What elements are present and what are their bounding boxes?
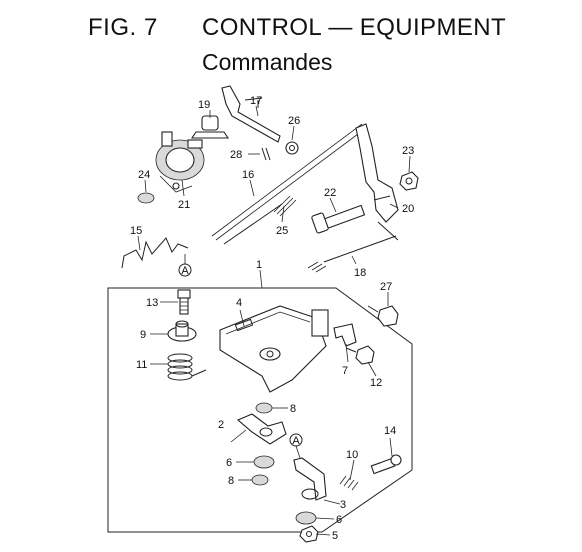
part-wire-link: [121, 237, 189, 269]
ref-marker-a-top-label: A: [181, 265, 189, 277]
part-nut-23: [399, 171, 419, 191]
callout-24: 24: [138, 169, 150, 181]
callout-27: 27: [380, 281, 392, 293]
figure-header: FIG. 7 CONTROL — EQUIPMENT Commandes: [0, 0, 582, 84]
callout-4: 4: [236, 297, 242, 309]
figure-number: 7: [144, 14, 158, 41]
part-small-washer: [137, 192, 155, 204]
ref-marker-a-top: A: [178, 254, 192, 277]
callout-7: 7: [342, 365, 348, 377]
callout-10: 10: [346, 449, 358, 461]
callout-22: 22: [324, 187, 336, 199]
part-base-plate: [219, 305, 329, 393]
part-nut-26: [285, 141, 299, 155]
callout-9: 9: [140, 329, 146, 341]
part-spring-10: [339, 475, 359, 491]
assembly-boundary: [107, 287, 413, 533]
part-screw-14: [370, 454, 402, 475]
part-coil-spring: [167, 353, 207, 381]
figure-label: FIG.: [88, 14, 137, 41]
figure-subtitle: Commandes: [202, 49, 333, 75]
callout-15: 15: [130, 225, 142, 237]
part-nut-5: [299, 525, 319, 543]
callout-18: 18: [354, 267, 366, 279]
callout-26: 26: [288, 115, 300, 127]
callout-23: 23: [402, 145, 414, 157]
part-bolt-22: [311, 204, 366, 234]
leader-lines: [137, 105, 411, 536]
part-washer-6-lower: [295, 511, 317, 525]
callout-12: 12: [370, 377, 382, 389]
part-spring-18: [307, 235, 397, 273]
part-cotter-pin: [261, 147, 271, 161]
ref-marker-a-bottom-label: A: [292, 435, 300, 447]
callout-20: 20: [402, 203, 414, 215]
callout-17: 17: [250, 95, 262, 107]
callout-28: 28: [230, 149, 242, 161]
part-lever-2: [236, 413, 287, 445]
callout-11: 11: [136, 359, 147, 371]
ref-marker-a-bottom: A: [289, 433, 303, 459]
part-washer-8-upper: [255, 402, 273, 414]
part-bracket: [355, 123, 399, 241]
callout-5: 5: [332, 530, 338, 542]
part-bushing: [167, 320, 197, 342]
part-bolt-13: [177, 289, 191, 315]
callout-6-lower: 6: [336, 514, 342, 526]
callout-2: 2: [218, 419, 224, 431]
callout-13: 13: [146, 297, 158, 309]
figure-title: CONTROL — EQUIPMENT: [202, 14, 507, 41]
part-bolt-12: [345, 345, 375, 365]
part-clip: [333, 323, 357, 347]
callout-1: 1: [256, 259, 262, 271]
part-gear-assembly: [155, 131, 205, 193]
part-washer-8-lower: [251, 474, 269, 486]
callout-8-lower: 8: [228, 475, 234, 487]
callout-19: 19: [198, 99, 210, 111]
callout-25: 25: [276, 225, 288, 237]
callout-21: 21: [178, 199, 190, 211]
part-lever-arm-3: [293, 457, 327, 501]
callout-14: 14: [384, 425, 396, 437]
part-throttle-lever: [221, 85, 281, 143]
part-washer-6-upper: [253, 455, 275, 469]
callout-16: 16: [242, 169, 254, 181]
part-bolt-27: [367, 305, 399, 327]
callout-3: 3: [340, 499, 346, 511]
part-control-knob: [190, 115, 230, 139]
callout-8-upper: 8: [290, 403, 296, 415]
callout-6-upper: 6: [226, 457, 232, 469]
part-control-cable: [211, 123, 367, 245]
